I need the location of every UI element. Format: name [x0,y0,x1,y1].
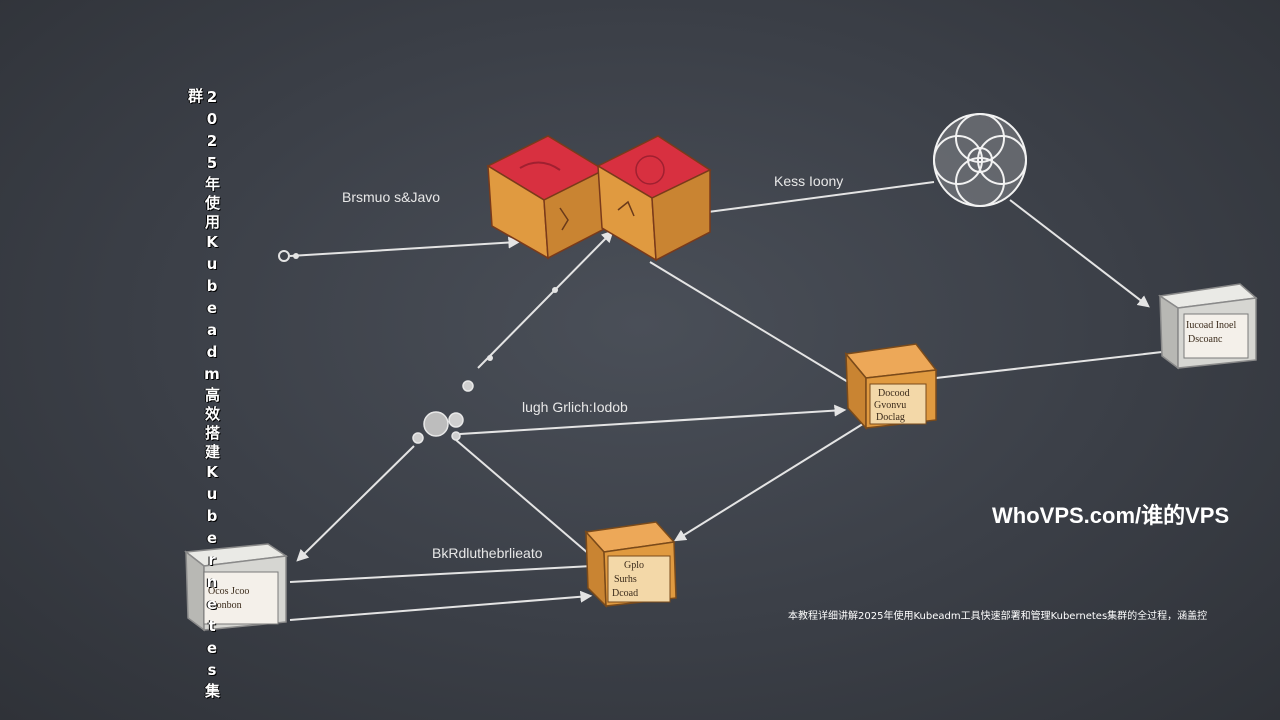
center-orange-box-line-3: Doclag [876,412,905,423]
bottom-left-gray-box [184,543,289,632]
connector-lines [289,181,1163,621]
bottom-left-gray-box-line-2: Conbon [210,600,242,611]
line-flower-to-gray [1009,199,1150,308]
bottom-left-gray-box-line-1: Ocos Jcoo [208,586,249,597]
left-small-node [278,250,299,262]
right-gray-box [1157,283,1258,370]
bottom-orange-box-line-3: Dcoad [612,588,638,599]
bottom-orange-box-line-1: Gplo [624,560,644,571]
center-node-cluster [412,287,558,444]
line-node-to-bottomleft [296,445,415,562]
watermark-text: WhoVPS.com/谁的VPS [992,503,1230,528]
vertical-title: 2025年使用Kubeadm高效搭建Kubernetes集群 [186,88,221,702]
center-orange-box [844,343,938,430]
label-top-left: Brsmuo s&Javo [342,189,440,205]
line-center-to-gray [935,351,1163,379]
line-cube-to-flower [707,181,935,213]
bottom-orange-box [584,521,677,608]
line-cube-to-center [649,261,849,383]
top-cube-left [486,135,607,260]
label-top-right: Kess Ioony [774,173,843,189]
label-middle: lugh Grlich:Iodob [522,399,628,415]
line-center-to-bottom [673,421,867,542]
top-cube-right [596,135,712,262]
center-orange-box-line-1: Docood [878,388,910,399]
right-gray-box-line-2: Dscoanc [1188,334,1223,345]
center-orange-box-line-2: Gvonvu [874,400,906,411]
line-node-to-bottom [455,439,597,561]
caption-text: 本教程详细讲解2025年使用Kubeadm工具快速部署和管理Kubernetes… [788,611,1208,622]
bottom-orange-box-line-2: Surhs [614,574,637,585]
label-bottom: BkRdluthebrlieato [432,545,543,561]
right-gray-box-line-1: Iucoad Inoel [1186,320,1236,331]
line-left-to-cube [289,236,521,257]
line-bottomleft-to-bottom-a [289,565,593,583]
line-node-to-center [459,404,847,435]
flower-knot-icon [933,113,1027,207]
line-bottomleft-to-bottom-b [289,590,593,621]
line-node-to-cube [477,230,614,369]
